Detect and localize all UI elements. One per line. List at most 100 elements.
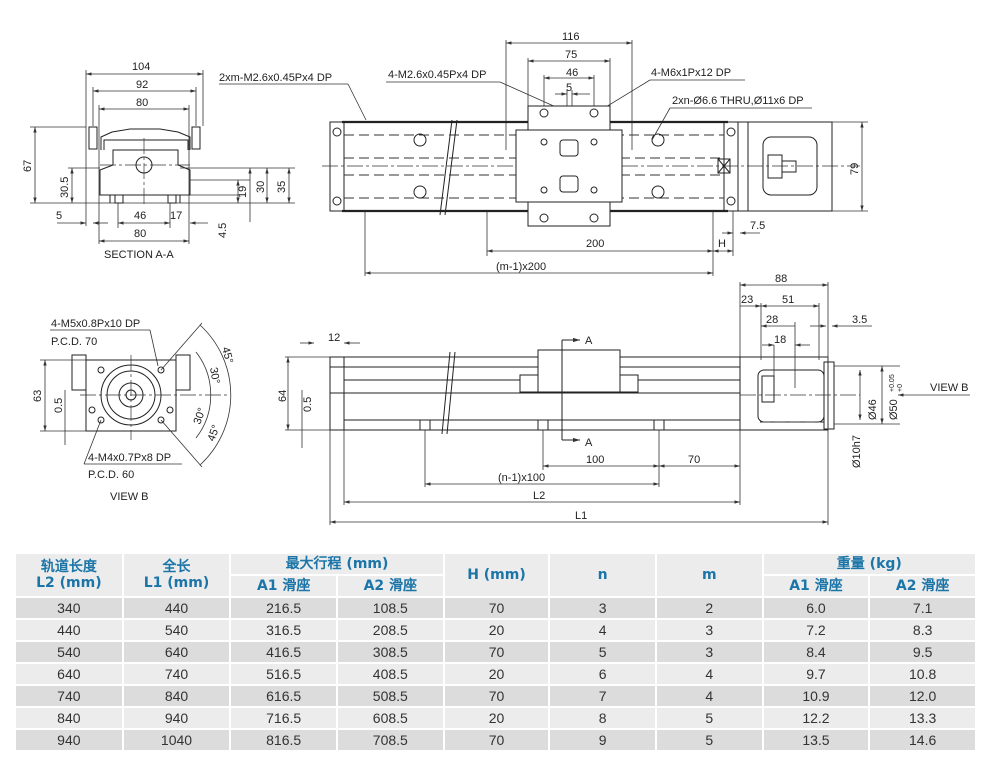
table-cell: 10.9 [763,686,869,706]
angle-30-bottom: 30° [192,406,209,426]
table-cell: 540 [123,620,230,640]
table-cell: 70 [444,598,549,618]
view-b-arrow-label: VIEW B [930,382,969,394]
callout-view-b-bottom: 4-M4x0.7Px8 DP [88,452,171,464]
table-cell: 6 [550,664,655,684]
table-cell: 20 [444,708,549,728]
header-rail-length: 轨道长度 L2 (mm) [16,554,122,596]
section-aa-view: 104 92 80 67 30.5 19 30 35 [22,61,295,261]
dim-200: 200 [586,238,604,250]
dim-88: 88 [775,273,787,285]
table-cell: 440 [16,620,122,640]
dim-30: 30 [255,181,267,193]
header-weight-a1: A1 滑座 [763,576,869,596]
dim-35: 35 [276,181,288,193]
dim-dia-50-tol-low: +0 [897,384,904,392]
table-cell: 3 [656,642,762,662]
table-cell: 7.1 [870,598,975,618]
angle-45-bottom: 45° [206,423,223,443]
table-cell: 208.5 [338,620,443,640]
table-cell: 12.0 [870,686,975,706]
table-cell: 5 [656,730,762,750]
table-cell: 516.5 [231,664,336,684]
dim-19: 19 [237,186,249,198]
dim-70: 70 [688,454,700,466]
table-cell: 9.5 [870,642,975,662]
view-b: 4-M5x0.8Px10 DP P.C.D. 70 45° 30° 30° 45… [32,318,235,503]
dim-28: 28 [766,314,778,326]
table-cell: 216.5 [231,598,336,618]
dim-3-5: 3.5 [852,314,867,326]
table-cell: 1040 [123,730,230,750]
dim-80-bottom: 80 [134,228,146,240]
table-cell: 708.5 [338,730,443,750]
table-cell: 8.4 [763,642,869,662]
dim-92: 92 [136,79,148,91]
dim-pitch-100: 100 [586,454,604,466]
table-cell: 940 [123,708,230,728]
table-cell: 3 [550,598,655,618]
callout-slider-small-thread: 4-M2.6x0.45Px4 DP [388,69,486,81]
view-b-title: VIEW B [110,491,149,503]
table-cell: 5 [656,708,762,728]
callout-carriage-thread: 2xm-M2.6x0.45Px4 DP [219,72,332,84]
dim-dia-46: Ø46 [867,399,879,420]
table-cell: 7 [550,686,655,706]
table-cell: 70 [444,686,549,706]
header-m: m [656,554,762,596]
dim-dia-50-tol-up: +0.05 [889,374,896,392]
table-cell: 716.5 [231,708,336,728]
dim-63: 63 [32,390,44,402]
table-cell: 20 [444,664,549,684]
header-stroke-a2: A2 滑座 [338,576,443,596]
table-cell: 840 [16,708,122,728]
table-cell: 308.5 [338,642,443,662]
side-view: 64 0.5 12 A A [277,273,970,525]
table-cell: 316.5 [231,620,336,640]
dim-dia-10h7: Ø10h7 [851,435,863,468]
top-view: 2xm-M2.6x0.45Px4 DP 4-M2.6x0.45Px4 DP 4-… [219,31,868,276]
table-cell: 108.5 [338,598,443,618]
table-cell: 440 [123,598,230,618]
dim-7-5: 7.5 [750,220,765,232]
header-weight-a2: A2 滑座 [870,576,975,596]
table-cell: 8 [550,708,655,728]
dim-m-pitch: (m-1)x200 [496,261,546,273]
dim-104: 104 [132,61,150,73]
table-cell: 70 [444,730,549,750]
table-cell: 3 [656,620,762,640]
callout-view-b-top: 4-M5x0.8Px10 DP [51,318,140,330]
section-marker-a-bottom: A [585,437,593,449]
table-cell: 13.5 [763,730,869,750]
table-cell: 740 [123,664,230,684]
table-cell: 408.5 [338,664,443,684]
dim-h: H [718,238,726,250]
dim-46-top: 46 [566,67,578,79]
table-cell: 5 [550,642,655,662]
dim-0-5-view-b: 0.5 [53,398,65,413]
table-cell: 4 [656,664,762,684]
dim-23: 23 [741,294,753,306]
dim-67: 67 [22,160,34,172]
table-cell: 9 [550,730,655,750]
dim-46: 46 [134,210,146,222]
section-marker-a-top: A [585,335,593,347]
dim-4-5: 4.5 [217,223,229,238]
header-h: H (mm) [444,554,549,596]
dim-dia-50: Ø50 [888,399,900,420]
spec-table: 轨道长度 L2 (mm) 全长 L1 (mm) 最大行程 (mm) H (mm)… [14,552,977,752]
table-cell: 816.5 [231,730,336,750]
table-cell: 416.5 [231,642,336,662]
technical-drawing: 104 92 80 67 30.5 19 30 35 [22,31,970,525]
dim-12: 12 [328,332,340,344]
table-cell: 540 [16,642,122,662]
dim-18: 18 [774,334,786,346]
dim-5-top: 5 [566,82,572,94]
table-cell: 6.0 [763,598,869,618]
table-cell: 13.3 [870,708,975,728]
table-cell: 14.6 [870,730,975,750]
